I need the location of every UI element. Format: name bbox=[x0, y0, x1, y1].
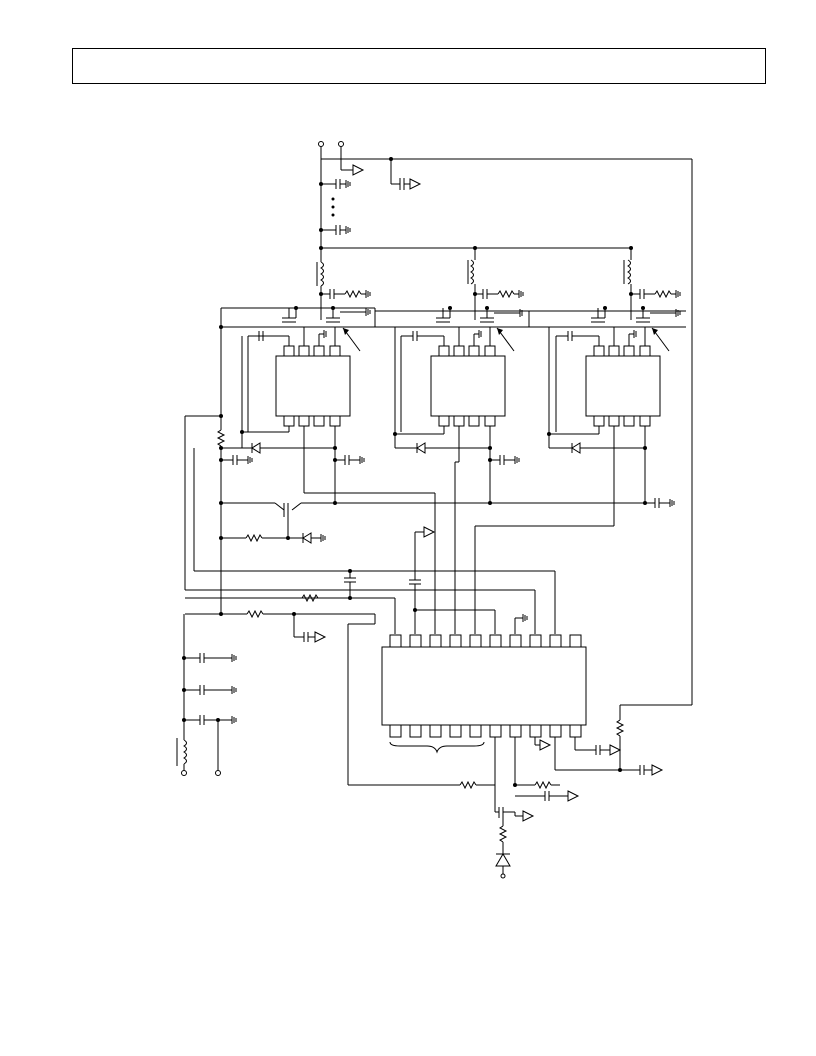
supply-input bbox=[318, 141, 693, 706]
header-box bbox=[72, 48, 766, 84]
phase-b bbox=[375, 248, 530, 634]
aux-supply bbox=[176, 614, 237, 776]
bias-network bbox=[184, 308, 675, 643]
phase-c bbox=[474, 248, 686, 634]
phase-a bbox=[221, 248, 376, 503]
controller-ic bbox=[347, 614, 664, 802]
output-stage bbox=[494, 737, 535, 879]
